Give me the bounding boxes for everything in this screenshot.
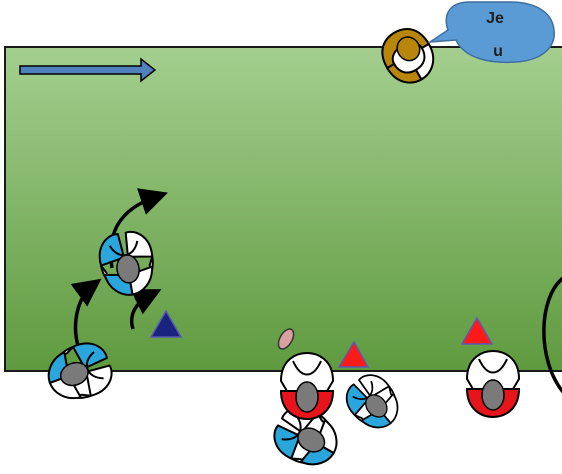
- cone-icon: [460, 316, 494, 345]
- speech-bubble-line-2: u: [493, 43, 503, 60]
- right-arrow-icon: [19, 57, 157, 83]
- curved-arrow-icon: [542, 276, 562, 394]
- ball-icon: [277, 328, 295, 350]
- cone-icon: [149, 309, 183, 338]
- pitch: [4, 46, 562, 372]
- speech-bubble: Je u: [427, 1, 555, 64]
- player-icon: [466, 350, 520, 418]
- coach-icon: [381, 28, 435, 84]
- player-icon: [338, 366, 409, 439]
- player-icon: [280, 352, 334, 420]
- speech-bubble-line-1: Je: [486, 10, 504, 27]
- cone-icon: [337, 340, 370, 368]
- curved-arrow-icon: [130, 289, 162, 330]
